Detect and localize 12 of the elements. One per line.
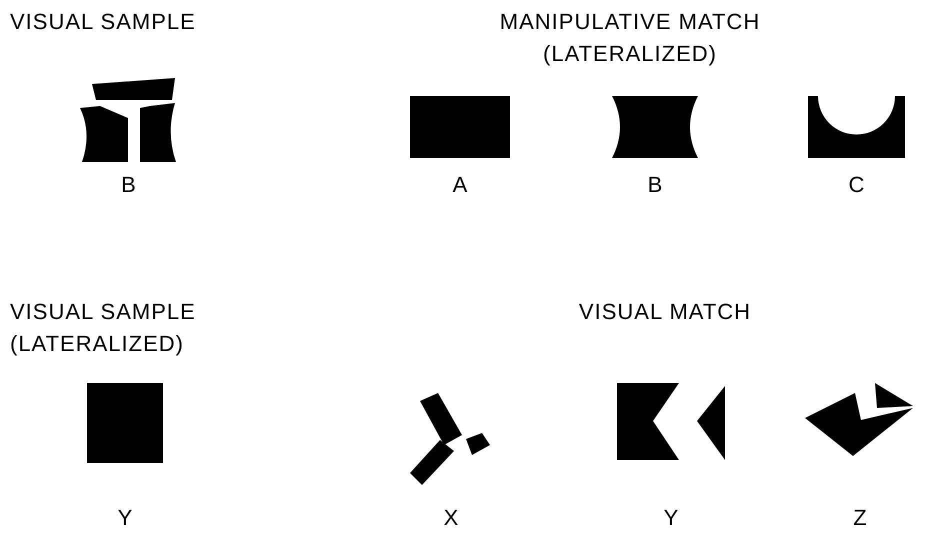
- heading: VISUAL MATCH: [578, 298, 752, 326]
- letter-label: A: [452, 173, 468, 197]
- letter-label: Y: [662, 506, 680, 530]
- letter-label: Z: [852, 506, 868, 530]
- letter-label: Y: [116, 506, 134, 530]
- heading: MANIPULATIVE MATCH (LATERALIZED): [498, 8, 762, 68]
- heading: VISUAL SAMPLE: [10, 8, 197, 36]
- letter-label: C: [848, 173, 866, 197]
- letter-label: B: [120, 173, 137, 197]
- letter-label: X: [442, 506, 460, 530]
- letter-label: B: [646, 173, 664, 197]
- heading: VISUAL SAMPLE (LATERALIZED): [10, 298, 197, 358]
